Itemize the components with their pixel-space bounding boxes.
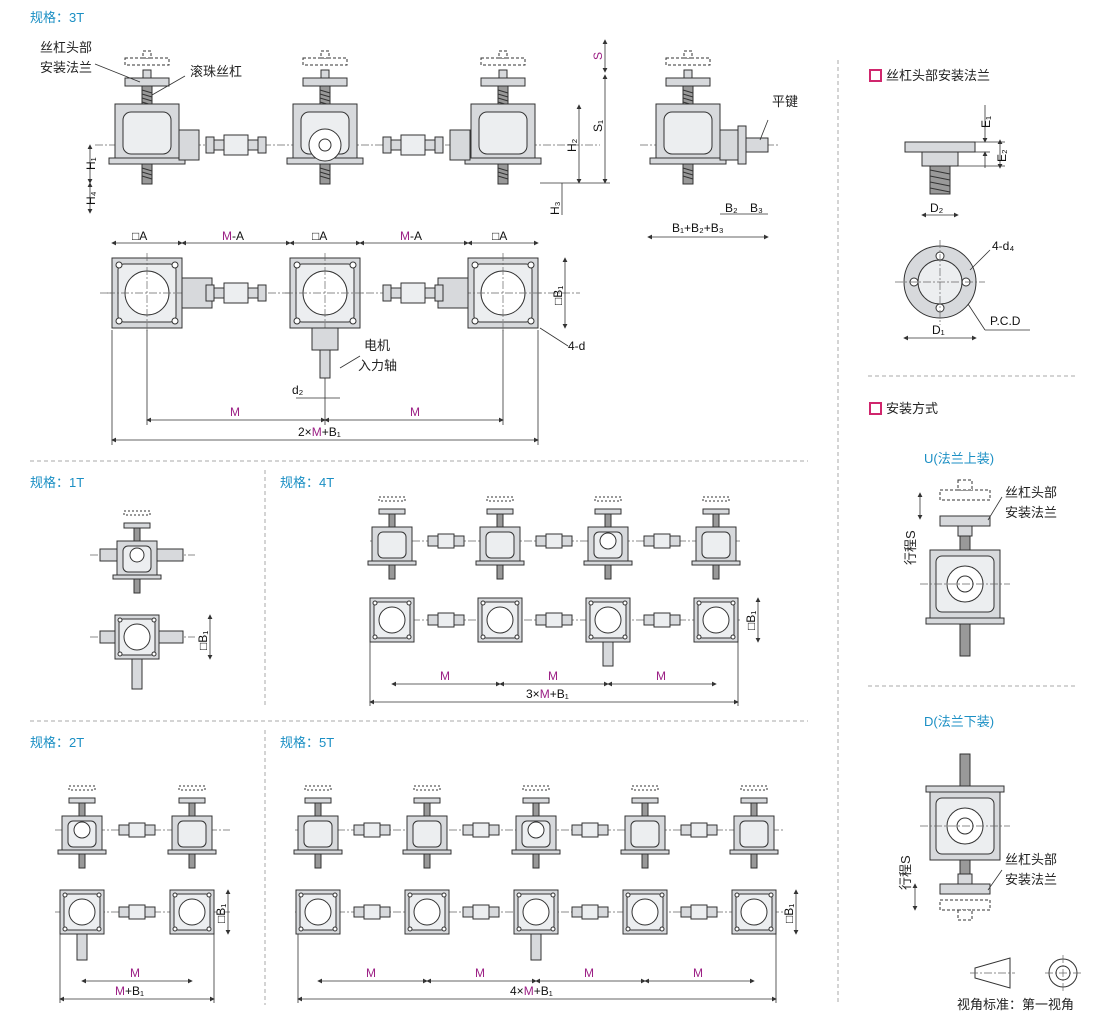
section-5t [293,785,799,1003]
dim-b3: B₃ [750,201,763,215]
jack-3t-side [649,50,727,185]
dim-total-2t: M+B₁ [115,984,144,998]
section-1t [90,510,213,690]
dim-a-1: □A [132,229,147,243]
dim-4d: 4-d [568,339,585,353]
label-install-flange-u: 安装法兰 [1005,505,1057,520]
dim-a-3: □A [492,229,507,243]
label-stroke-u: 行程S [903,530,918,565]
dim-m-5t-3: M [584,966,594,980]
dim-b1-2t: □B₁ [214,904,228,923]
jack-3t-left [108,50,186,185]
flange-detail [895,105,1030,341]
dim-m-2t: M [130,966,140,980]
dim-m-5t-4: M [693,966,703,980]
flange-section-title: 丝杠头部安装法兰 [886,68,990,83]
spec-label-1t: 规格：1T [30,475,84,490]
dim-b1-4t: □B₁ [744,611,758,630]
dim-s1: S₁ [591,120,605,132]
label-ball-screw: 滚珠丝杠 [190,64,242,79]
dim-ma-2: M-A [400,229,422,243]
first-angle-projection-icon [970,955,1081,991]
top-3t-center [284,252,366,334]
u-mount-drawing [917,479,1010,657]
d-mount-label: D(法兰下装) [924,714,994,729]
view-standard-text: 视角标准：第一视角 [957,997,1074,1012]
label-screw-flange-u: 丝杠头部 [1005,485,1057,500]
label-install-flange-1: 安装法兰 [40,60,92,75]
label-key: 平键 [772,94,798,109]
mount-section-title: 安装方式 [886,401,938,416]
top-3t-left [106,252,188,334]
dim-m-4t-2: M [548,669,558,683]
jack-3t-right [464,50,542,185]
dim-ma-1: M-A [222,229,244,243]
label-stroke-d: 行程S [898,855,913,890]
section-4t [367,496,761,706]
dim-total-3t: 2×M+B₁ [298,425,341,439]
dim-e1: E₁ [979,116,993,128]
dim-b1-3t: □B₁ [551,286,565,305]
spec-label-4t: 规格：4T [280,475,334,490]
dim-m-3t-1: M [230,405,240,419]
dim-h2: H₂ [565,138,579,152]
label-screw-flange-d: 丝杠头部 [1005,852,1057,867]
spec-label-2t: 规格：2T [30,735,84,750]
top-3t-right [462,252,544,334]
dim-d2: d₂ [292,383,304,397]
label-install-flange-d: 安装法兰 [1005,872,1057,887]
dim-h4: H₄ [84,191,98,205]
section-marker-icon-2 [869,402,882,415]
dim-m-5t-1: M [366,966,376,980]
section-3t [87,39,780,445]
spec-label-3t: 规格：3T [30,10,84,25]
u-mount-label: U(法兰上装) [924,451,994,466]
dim-4d4: 4-d₄ [992,239,1014,253]
section-2t [55,785,231,1003]
dim-e2: E₂ [995,149,1009,162]
dim-s: S [591,52,605,60]
dim-m-3t-2: M [410,405,420,419]
label-motor: 电机 [364,338,390,353]
dim-h1: H₁ [84,157,98,170]
dim-d2-flange: D₂ [930,201,944,215]
dim-a-2: □A [312,229,327,243]
dim-pcd: P.C.D [990,314,1021,328]
spec-label-5t: 规格：5T [280,735,334,750]
label-input-shaft: 入力轴 [358,358,397,373]
section-marker-icon [869,69,882,82]
dim-d1: D₁ [932,323,945,337]
label-screw-flange-1: 丝杠头部 [40,40,92,55]
d-mount-drawing [912,753,1010,921]
dim-b1-5t: □B₁ [782,904,796,923]
dim-m-4t-1: M [440,669,450,683]
dim-total-4t: 3×M+B₁ [526,687,569,701]
dim-h3: H₃ [548,201,562,215]
dim-m-4t-3: M [656,669,666,683]
dim-b2: B₂ [725,201,738,215]
dim-b-sum: B₁+B₂+B₃ [672,221,724,235]
dim-total-5t: 4×M+B₁ [510,984,553,998]
dim-b1-1t: □B₁ [196,631,210,650]
jack-3t-center [286,50,364,185]
dim-m-5t-2: M [475,966,485,980]
